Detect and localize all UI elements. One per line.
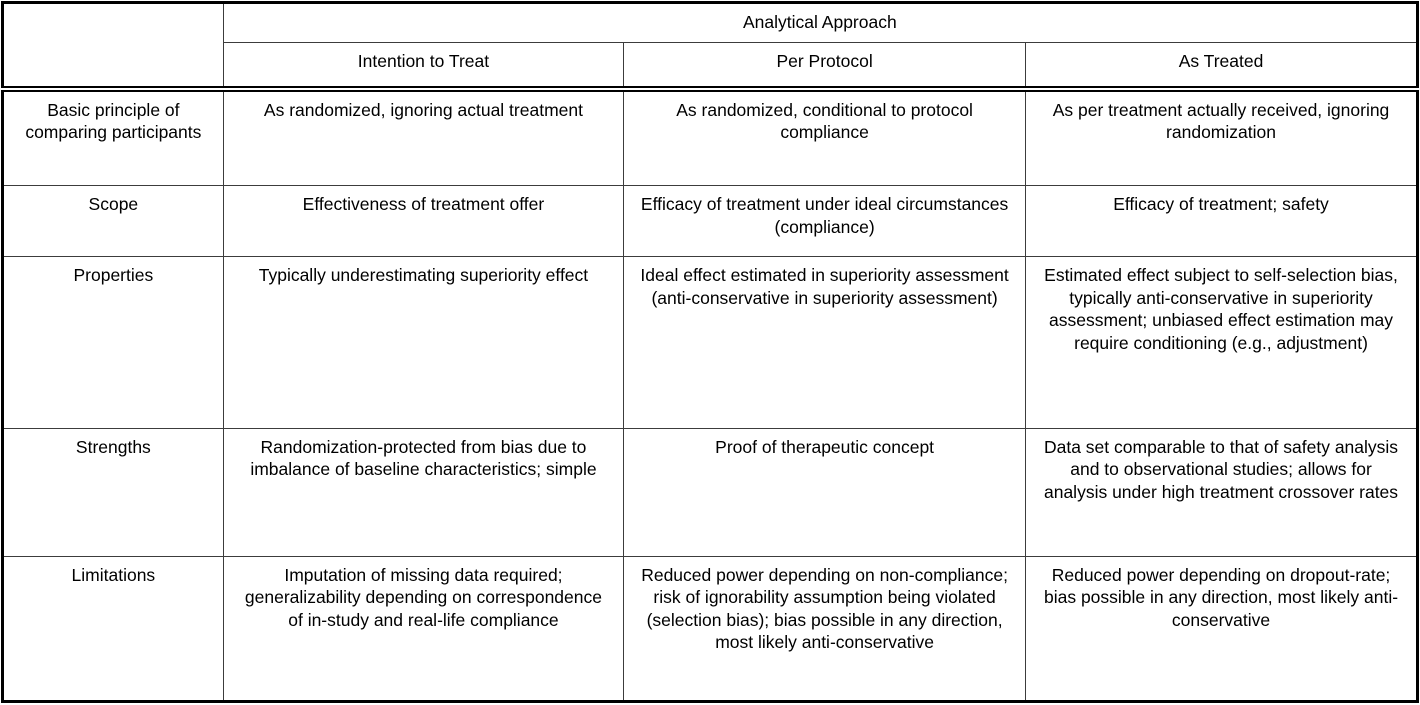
corner-cell: [2, 2, 224, 92]
row-label-strengths: Strengths: [2, 427, 224, 557]
table-row-scope: Scope Effectiveness of treatment offer E…: [2, 185, 1418, 258]
table-row-basic-principle: Basic principle of comparing participant…: [2, 87, 1418, 187]
table-row-properties: Properties Typically underestimating sup…: [2, 256, 1418, 429]
cell-properties-at: Estimated effect subject to self-selecti…: [1025, 256, 1418, 429]
cell-basic-principle-pp: As randomized, conditional to protocol c…: [623, 87, 1027, 187]
cell-basic-principle-itt: As randomized, ignoring actual treatment: [222, 87, 625, 187]
cell-properties-pp: Ideal effect estimated in superiority as…: [623, 256, 1027, 429]
cell-scope-at: Efficacy of treatment; safety: [1025, 185, 1418, 258]
table-row-limitations: Limitations Imputation of missing data r…: [2, 555, 1418, 703]
cell-scope-pp: Efficacy of treatment under ideal circum…: [623, 185, 1027, 258]
row-label-properties: Properties: [2, 256, 224, 429]
cell-scope-itt: Effectiveness of treatment offer: [222, 185, 625, 258]
row-label-limitations: Limitations: [2, 555, 224, 703]
cell-strengths-pp: Proof of therapeutic concept: [623, 427, 1027, 557]
header-intention-to-treat: Intention to Treat: [222, 42, 625, 92]
header-sub-row: Intention to Treat Per Protocol As Treat…: [3, 42, 1418, 92]
cell-properties-itt: Typically underestimating superiority ef…: [222, 256, 625, 429]
cell-basic-principle-at: As per treatment actually received, igno…: [1025, 87, 1418, 187]
table-row-strengths: Strengths Randomization-protected from b…: [2, 427, 1418, 557]
header-analytical-approach: Analytical Approach: [222, 2, 1419, 43]
row-label-basic-principle: Basic principle of comparing participant…: [2, 87, 224, 187]
cell-strengths-at: Data set comparable to that of safety an…: [1025, 427, 1418, 557]
header-group-row: Analytical Approach: [2, 2, 1419, 92]
header-as-treated: As Treated: [1025, 42, 1418, 92]
header-per-protocol: Per Protocol: [623, 42, 1027, 92]
cell-limitations-itt: Imputation of missing data required; gen…: [222, 555, 625, 703]
cell-limitations-at: Reduced power depending on dropout-rate;…: [1025, 555, 1418, 703]
cell-limitations-pp: Reduced power depending on non-complianc…: [623, 555, 1027, 703]
row-label-scope: Scope: [2, 185, 224, 258]
cell-strengths-itt: Randomization-protected from bias due to…: [222, 427, 625, 557]
